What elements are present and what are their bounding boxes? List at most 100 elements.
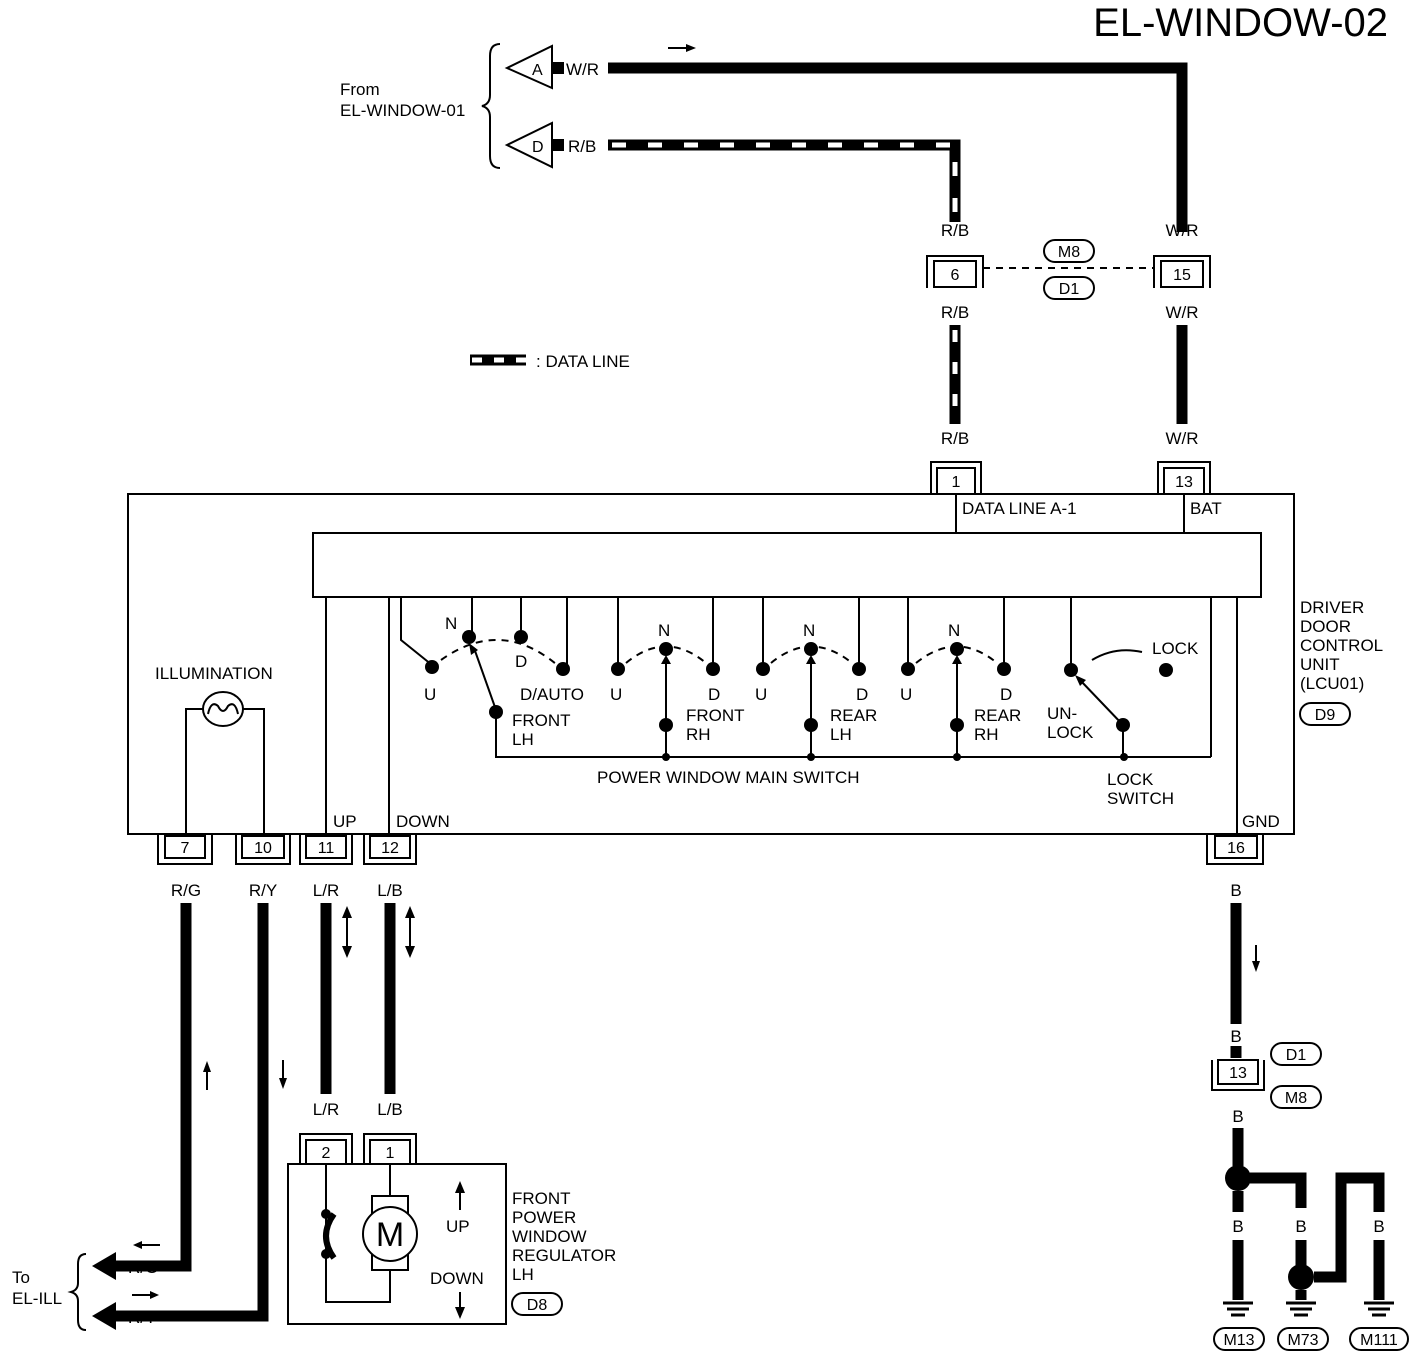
lock-lever-tip (1075, 675, 1086, 686)
motor-connector-1-bracket (363, 1133, 417, 1164)
wire-b-label-5: B (1295, 1217, 1306, 1236)
connector-12 (369, 835, 411, 859)
wire-b-splice-branch (1250, 1172, 1307, 1208)
wire-b-label-3: B (1232, 1107, 1243, 1126)
unit-name-4: UNIT (1300, 655, 1340, 674)
front-rh-u-label: U (610, 685, 622, 704)
ground-m13-label: M13 (1223, 1332, 1254, 1349)
front-lh-lever (473, 647, 497, 711)
pin-1: 1 (952, 474, 961, 491)
lock-switch-label-1: LOCK (1107, 770, 1154, 789)
pin-12: 12 (381, 840, 399, 857)
rear-lh-n-label: N (803, 621, 815, 640)
rear-lh-lever-tip (806, 655, 816, 664)
bidirectional-arrow-lb-top (405, 906, 415, 918)
rear-rh-u-label: U (900, 685, 912, 704)
pin-13: 13 (1175, 474, 1193, 491)
connector-m8-label: M8 (1058, 244, 1080, 261)
wire-rb-label-2: R/B (941, 303, 969, 322)
connector-d1-label: D1 (1059, 281, 1080, 298)
breaker-terminal-bottom (321, 1249, 331, 1259)
data-line-dash-top (612, 142, 958, 222)
front-rh-label-2: RH (686, 725, 711, 744)
unlock-label-1: UN- (1047, 704, 1077, 723)
pin-10: 10 (254, 840, 272, 857)
gnd-label: GND (1242, 812, 1280, 831)
wire-rb-label-3: R/B (941, 429, 969, 448)
wire-wr-label-2: W/R (1165, 303, 1198, 322)
front-lh-u-label: U (424, 685, 436, 704)
connector-7-bracket (157, 834, 213, 865)
connector-1 (936, 467, 976, 495)
connector-d1-label-2: D1 (1286, 1047, 1307, 1064)
pin-11: 11 (318, 840, 335, 857)
motor-up-arrow-head (455, 1181, 465, 1193)
ground-m111-badge (1349, 1327, 1409, 1351)
terminal-a-arrow (504, 44, 553, 90)
from-label: From (340, 80, 380, 99)
wire-rg-label-end: R/G (128, 1258, 158, 1277)
pin-7: 7 (181, 840, 190, 857)
ground-icon-m13 (1223, 1301, 1253, 1317)
data-line-outline-top (608, 139, 961, 222)
up-label: UP (333, 812, 357, 831)
connector-d9-label: D9 (1315, 707, 1336, 724)
lock-label: LOCK (1152, 639, 1199, 658)
control-logic-block (312, 532, 1262, 598)
connector-d8-badge (511, 1292, 563, 1316)
ground-splice-2 (1288, 1264, 1314, 1290)
unit-name-2: DOOR (1300, 617, 1351, 636)
wire-b-label-4: B (1232, 1217, 1243, 1236)
rear-lh-label-2: LH (830, 725, 852, 744)
connector-10 (241, 835, 285, 859)
connector-15 (1160, 260, 1204, 288)
wire-wr-label-3: W/R (1165, 429, 1198, 448)
lock-switch-label-2: SWITCH (1107, 789, 1174, 808)
lock-travel-arc (1091, 649, 1143, 661)
bidirectional-arrow-lr-bottom (342, 946, 352, 958)
motor-up-label: UP (446, 1217, 470, 1236)
ground-splice (1225, 1165, 1251, 1191)
unit-name-3: CONTROL (1300, 636, 1383, 655)
terminal-a-label: A (532, 62, 543, 79)
wire-lb-label-2: L/B (377, 1100, 403, 1119)
connector-m8-badge-2 (1270, 1085, 1322, 1109)
rear-rh-d-contact (997, 662, 1011, 676)
rear-lh-d-label: D (856, 685, 868, 704)
rear-rh-travel-arc (915, 645, 998, 664)
front-power-window-regulator-lh (287, 1163, 507, 1325)
from-brace (481, 43, 501, 169)
from-source: EL-WINDOW-01 (340, 101, 465, 120)
motor-pin-1: 1 (386, 1145, 395, 1162)
arrow-rg-end (92, 1252, 116, 1280)
front-lh-n-label: N (445, 614, 457, 633)
pin-15: 15 (1173, 267, 1191, 284)
connector-d1-badge-2 (1270, 1042, 1322, 1066)
motor-name-4: REGULATOR (512, 1246, 616, 1265)
ground-m111-label: M111 (1360, 1332, 1398, 1349)
motor-name-3: WINDOW (512, 1227, 587, 1246)
data-line-a1-label: DATA LINE A-1 (962, 499, 1077, 518)
diagram-title: EL-WINDOW-02 (1093, 1, 1388, 45)
pin-16: 16 (1227, 840, 1245, 857)
switch-common-line (495, 712, 1211, 758)
circuit-breaker-icon (323, 1212, 337, 1260)
illumination-wire-right (243, 708, 265, 838)
connector-7 (164, 835, 206, 859)
to-label: To (12, 1268, 30, 1287)
wire-b-label-6: B (1335, 1217, 1346, 1236)
motor-connector-1 (369, 1139, 411, 1165)
rear-rh-lever-tip (952, 655, 962, 664)
rear-rh-n-label: N (948, 621, 960, 640)
wire-rb-label-top: R/B (568, 137, 596, 156)
front-lh-u-wire (400, 597, 433, 666)
to-destination: EL-ILL (12, 1289, 62, 1308)
rear-lh-u-label: U (755, 685, 767, 704)
front-rh-lever-tip (661, 655, 671, 664)
rear-rh-label-2: RH (974, 725, 999, 744)
connector-12-bracket (363, 834, 417, 865)
wire-lr-label-1: L/R (313, 881, 339, 900)
wire-lb-label-1: L/B (377, 881, 403, 900)
front-lh-pivot (489, 705, 503, 719)
